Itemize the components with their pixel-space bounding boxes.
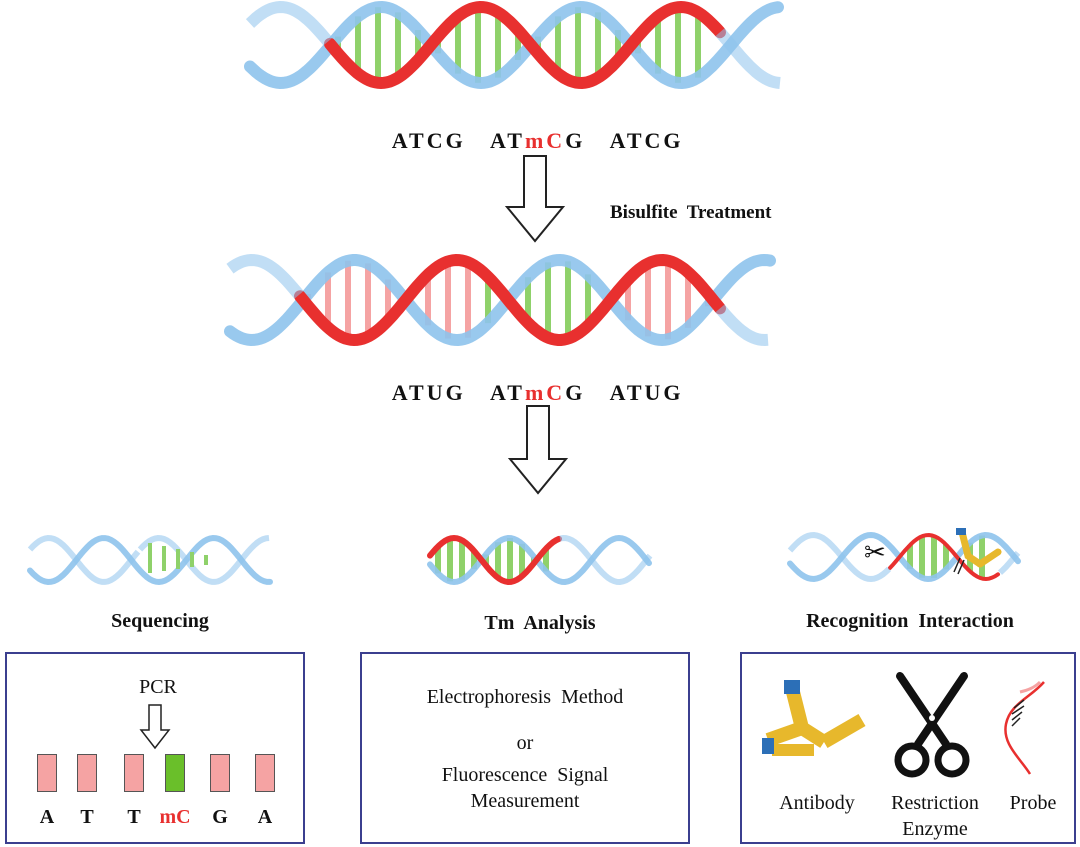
antibody-label: Antibody xyxy=(779,792,855,814)
sequence-bar xyxy=(255,754,275,792)
sequence-bar xyxy=(37,754,57,792)
sequencing-title: Sequencing xyxy=(111,610,209,632)
dna-strand-blue xyxy=(27,534,273,586)
dna-strand-red xyxy=(324,0,726,90)
probe-label: Probe xyxy=(1009,792,1057,814)
recognition-box: Antibody Restriction Enzyme Probe xyxy=(740,652,1076,844)
dna-strand-blue xyxy=(245,0,781,89)
sequence-bar xyxy=(165,754,185,792)
recognition-title: Recognition Interaction xyxy=(806,610,1014,632)
sequence-letter: A xyxy=(257,806,273,828)
sequence-letter: mC xyxy=(159,806,191,828)
dna-strand-red xyxy=(888,532,1000,582)
dna-strand-blue xyxy=(427,534,652,586)
antibody-icon xyxy=(762,680,866,756)
sequence-letter: T xyxy=(80,806,94,828)
sequence-letter: A xyxy=(39,806,55,828)
tm-line-2: or xyxy=(516,732,534,754)
seq-mid-prefix: AT xyxy=(490,128,525,153)
pcr-label: PCR xyxy=(139,676,177,698)
dna-strand-blue xyxy=(226,253,769,347)
sequence-original: ATCG ATmCG ATCG xyxy=(376,102,684,154)
sequence-bar xyxy=(124,754,144,792)
dna-strand-blue xyxy=(787,531,1021,583)
down-arrow-2 xyxy=(507,405,569,495)
seq-left: ATCG xyxy=(391,128,466,153)
seq-right: ATCG xyxy=(609,128,684,153)
tm-line-3: Fluorescence Signal xyxy=(441,764,609,786)
seq-left: ATUG xyxy=(391,380,466,405)
sequence-treated: ATUG ATmCG ATUG xyxy=(376,354,684,406)
seq-mid-suffix: G xyxy=(565,128,586,153)
down-arrow-1 xyxy=(504,155,566,243)
dna-helix-original xyxy=(244,0,784,90)
seq-mid-mark: mC xyxy=(524,128,566,153)
recognition-helix xyxy=(787,531,1021,583)
dna-strand-red xyxy=(294,253,726,347)
dna-strand-red xyxy=(427,534,562,586)
sequencing-helix xyxy=(27,534,273,586)
scissors-large-icon xyxy=(894,672,970,778)
enzyme-label-2: Enzyme xyxy=(902,818,968,840)
dna-strand-blue xyxy=(787,531,1021,583)
tm-box: Electrophoresis Method or Fluorescence S… xyxy=(360,652,690,844)
step-label: Bisulfite Treatment xyxy=(610,202,772,223)
seq-right: ATUG xyxy=(609,380,684,405)
tm-title: Tm Analysis xyxy=(484,612,596,634)
dna-strand-blue xyxy=(27,534,270,585)
scissors-icon: ✂ xyxy=(864,538,886,568)
dna-helix-treated xyxy=(224,253,776,347)
enzyme-label-1: Restriction xyxy=(891,792,979,814)
tm-line-1: Electrophoresis Method xyxy=(426,686,624,708)
seq-mid-suffix: G xyxy=(565,380,586,405)
tm-helix xyxy=(427,534,653,586)
sequence-letter: T xyxy=(127,806,141,828)
pcr-arrow xyxy=(139,704,171,750)
tm-line-4: Measurement xyxy=(470,790,580,812)
dna-strand-blue xyxy=(224,253,776,347)
dna-strand-blue xyxy=(244,0,784,90)
sequence-bar xyxy=(210,754,230,792)
sequence-bar xyxy=(77,754,97,792)
sequence-letter: G xyxy=(212,806,228,828)
small-antibody-icon xyxy=(953,528,1002,575)
probe-icon xyxy=(1004,680,1045,775)
seq-mid-mark: mC xyxy=(524,380,566,405)
seq-mid-prefix: AT xyxy=(490,380,525,405)
dna-strand-blue xyxy=(559,534,653,586)
